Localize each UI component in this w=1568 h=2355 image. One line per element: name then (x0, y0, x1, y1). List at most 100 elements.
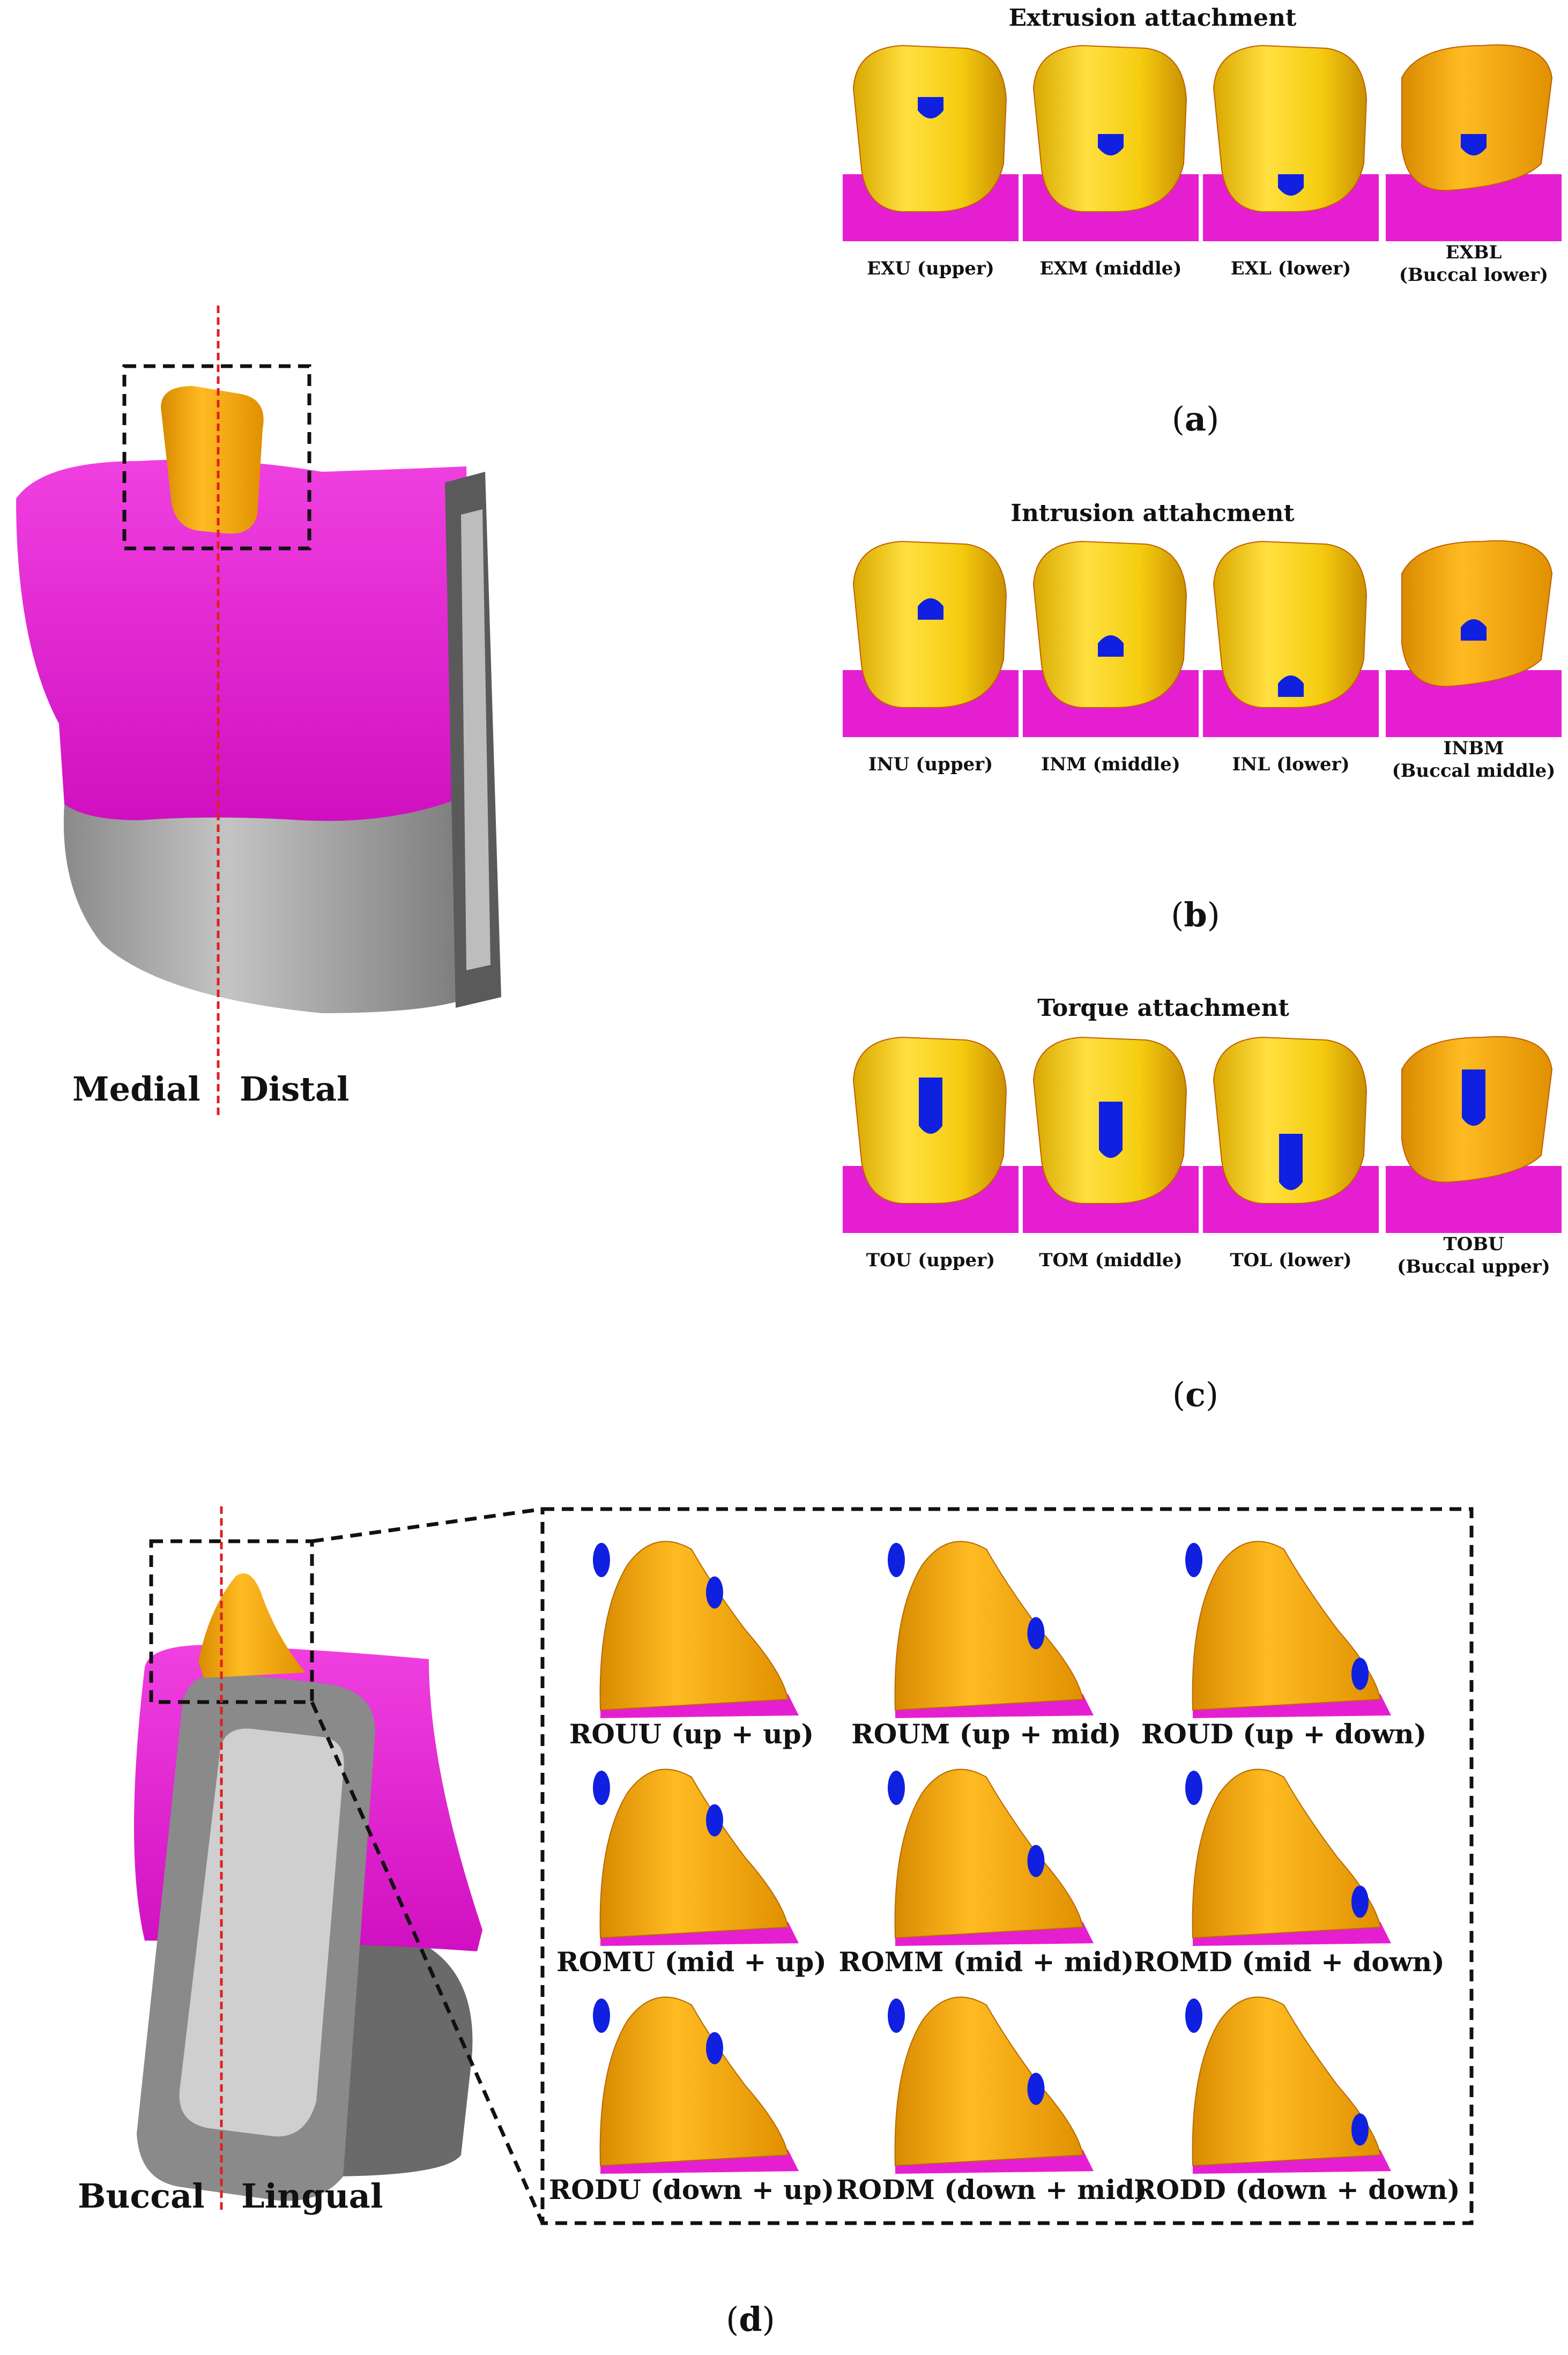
panel-d-thumb-1 (593, 1541, 799, 1718)
caption-line: TOM (middle) (1039, 1250, 1183, 1271)
panel-d-caption-9: RODD (down + down) (1134, 2174, 1460, 2205)
attachment-marker (706, 1804, 723, 1837)
section-inner (461, 509, 491, 970)
attachment-marker (1027, 2072, 1045, 2105)
caption-line: (Buccal upper) (1397, 1256, 1550, 1277)
zoom-line-top (311, 1507, 543, 1543)
panel-b-caption-4: INBM(Buccal middle) (1375, 737, 1568, 782)
attachment-marker (919, 1078, 942, 1134)
panel-c-caption-3: TOL (lower) (1192, 1249, 1389, 1272)
panel-c-thumb-3 (1203, 1036, 1379, 1233)
panel-d-thumb-8 (888, 1996, 1094, 2174)
crown-shape (1213, 1036, 1368, 1204)
panel-d-caption-3: ROUD (up + down) (1141, 1718, 1427, 1750)
panel-d-thumb-2 (888, 1541, 1094, 1718)
panel-b-caption-2: INM (middle) (1012, 753, 1209, 776)
crown-shape (852, 44, 1007, 212)
crown-shape (599, 1541, 789, 1711)
panel-d-caption-1: ROUU (up + up) (569, 1718, 814, 1750)
focus-box-bottom (149, 1539, 314, 1704)
bone-block (63, 793, 472, 1013)
crown-shape (894, 1769, 1084, 1939)
panel-b-title: Intrusion attahcment (1010, 500, 1295, 527)
panel-d-caption-6: ROMD (mid + down) (1134, 1946, 1445, 1978)
panel-d-caption-4: ROMU (mid + up) (556, 1946, 827, 1978)
attachment-marker (706, 2032, 723, 2064)
panel-a-title: Extrusion attachment (1008, 4, 1297, 32)
panel-d-thumb-7 (593, 1996, 799, 2174)
panel-c-title: Torque attachment (1037, 994, 1289, 1022)
caption-line: EXU (upper) (867, 258, 994, 279)
attachment-marker (593, 1771, 610, 1805)
panel-b-caption-3: INL (lower) (1192, 753, 1389, 776)
attachment-marker (918, 598, 943, 620)
panel-d-caption-8: RODM (down + mid) (836, 2174, 1147, 2205)
panel-d-label: (d) (726, 2300, 775, 2339)
attachment-marker (1027, 1845, 1045, 1877)
attachment-marker (593, 1999, 610, 2033)
panel-d-thumb-6 (1185, 1769, 1391, 1946)
panel-d-thumb-4 (593, 1769, 799, 1946)
attachment-marker (1351, 2113, 1369, 2146)
crown-shape (1032, 540, 1187, 708)
attachment-marker (1461, 134, 1487, 155)
attachment-marker (1461, 619, 1487, 641)
panel-d-caption-7: RODU (down + up) (548, 2174, 835, 2205)
zoom-line-bottom (310, 1701, 545, 2224)
panel-d-caption-2: ROUM (up + mid) (851, 1718, 1121, 1750)
panel-a-thumb-3 (1203, 44, 1379, 241)
crown-bottom (198, 1573, 306, 1678)
panel-b-thumb-2 (1023, 540, 1199, 737)
lingual-label: Lingual (241, 2176, 383, 2216)
caption-line: EXM (middle) (1039, 258, 1182, 279)
caption-line: EXL (lower) (1230, 258, 1351, 279)
attachment-marker (593, 1543, 610, 1577)
top-model (16, 306, 501, 1115)
panel-b-caption-1: INU (upper) (832, 753, 1029, 776)
panel-c-thumb-1 (843, 1036, 1019, 1233)
attachment-marker (1185, 1999, 1202, 2033)
attachment-marker (1027, 1617, 1045, 1650)
attachment-marker (888, 1543, 905, 1577)
panel-a-label: (a) (1171, 399, 1220, 439)
panel-c-caption-2: TOM (middle) (1012, 1249, 1209, 1272)
caption-line: TOL (lower) (1230, 1250, 1352, 1271)
panel-a-thumb-1 (843, 44, 1019, 241)
crown-shape (1192, 1541, 1381, 1711)
attachment-marker (1351, 1885, 1369, 1918)
attachment-marker (1098, 134, 1124, 155)
attachment-marker (1462, 1069, 1485, 1126)
caption-line: INU (upper) (868, 754, 993, 775)
panel-d-thumb-9 (1185, 1996, 1391, 2174)
panel-c-caption-4: TOBU(Buccal upper) (1375, 1233, 1568, 1278)
focus-box-top (122, 364, 311, 551)
panel-b-label: (b) (1171, 895, 1220, 934)
caption-line: TOU (upper) (866, 1250, 995, 1271)
crown-top (161, 386, 264, 534)
crown-shape (599, 1769, 789, 1939)
crown-shape (894, 1541, 1084, 1711)
panel-c-caption-1: TOU (upper) (832, 1249, 1029, 1272)
panel-c-label: (c) (1172, 1375, 1219, 1414)
caption-line: INL (lower) (1232, 754, 1350, 775)
attachment-marker (918, 97, 943, 118)
crown-shape (1213, 44, 1368, 212)
attachment-marker (1278, 174, 1304, 196)
panel-c-thumb-2 (1023, 1036, 1199, 1233)
attachment-marker (1278, 675, 1304, 697)
attachment-marker (1279, 1134, 1303, 1190)
attachment-marker (888, 1999, 905, 2033)
panel-d-thumb-3 (1185, 1541, 1391, 1718)
crown-shape (1032, 44, 1187, 212)
panel-a-caption-2: EXM (middle) (1012, 257, 1209, 280)
caption-line: INM (middle) (1041, 754, 1180, 775)
caption-line: (Buccal middle) (1392, 760, 1556, 782)
panel-a-thumb-2 (1023, 44, 1199, 241)
panel-b-thumb-1 (843, 540, 1019, 737)
crown-shape (1192, 1996, 1381, 2167)
crown-shape (1213, 540, 1368, 708)
crown-shape (852, 540, 1007, 708)
panel-a-caption-1: EXU (upper) (832, 257, 1029, 280)
panel-b-thumb-4 (1386, 540, 1562, 737)
